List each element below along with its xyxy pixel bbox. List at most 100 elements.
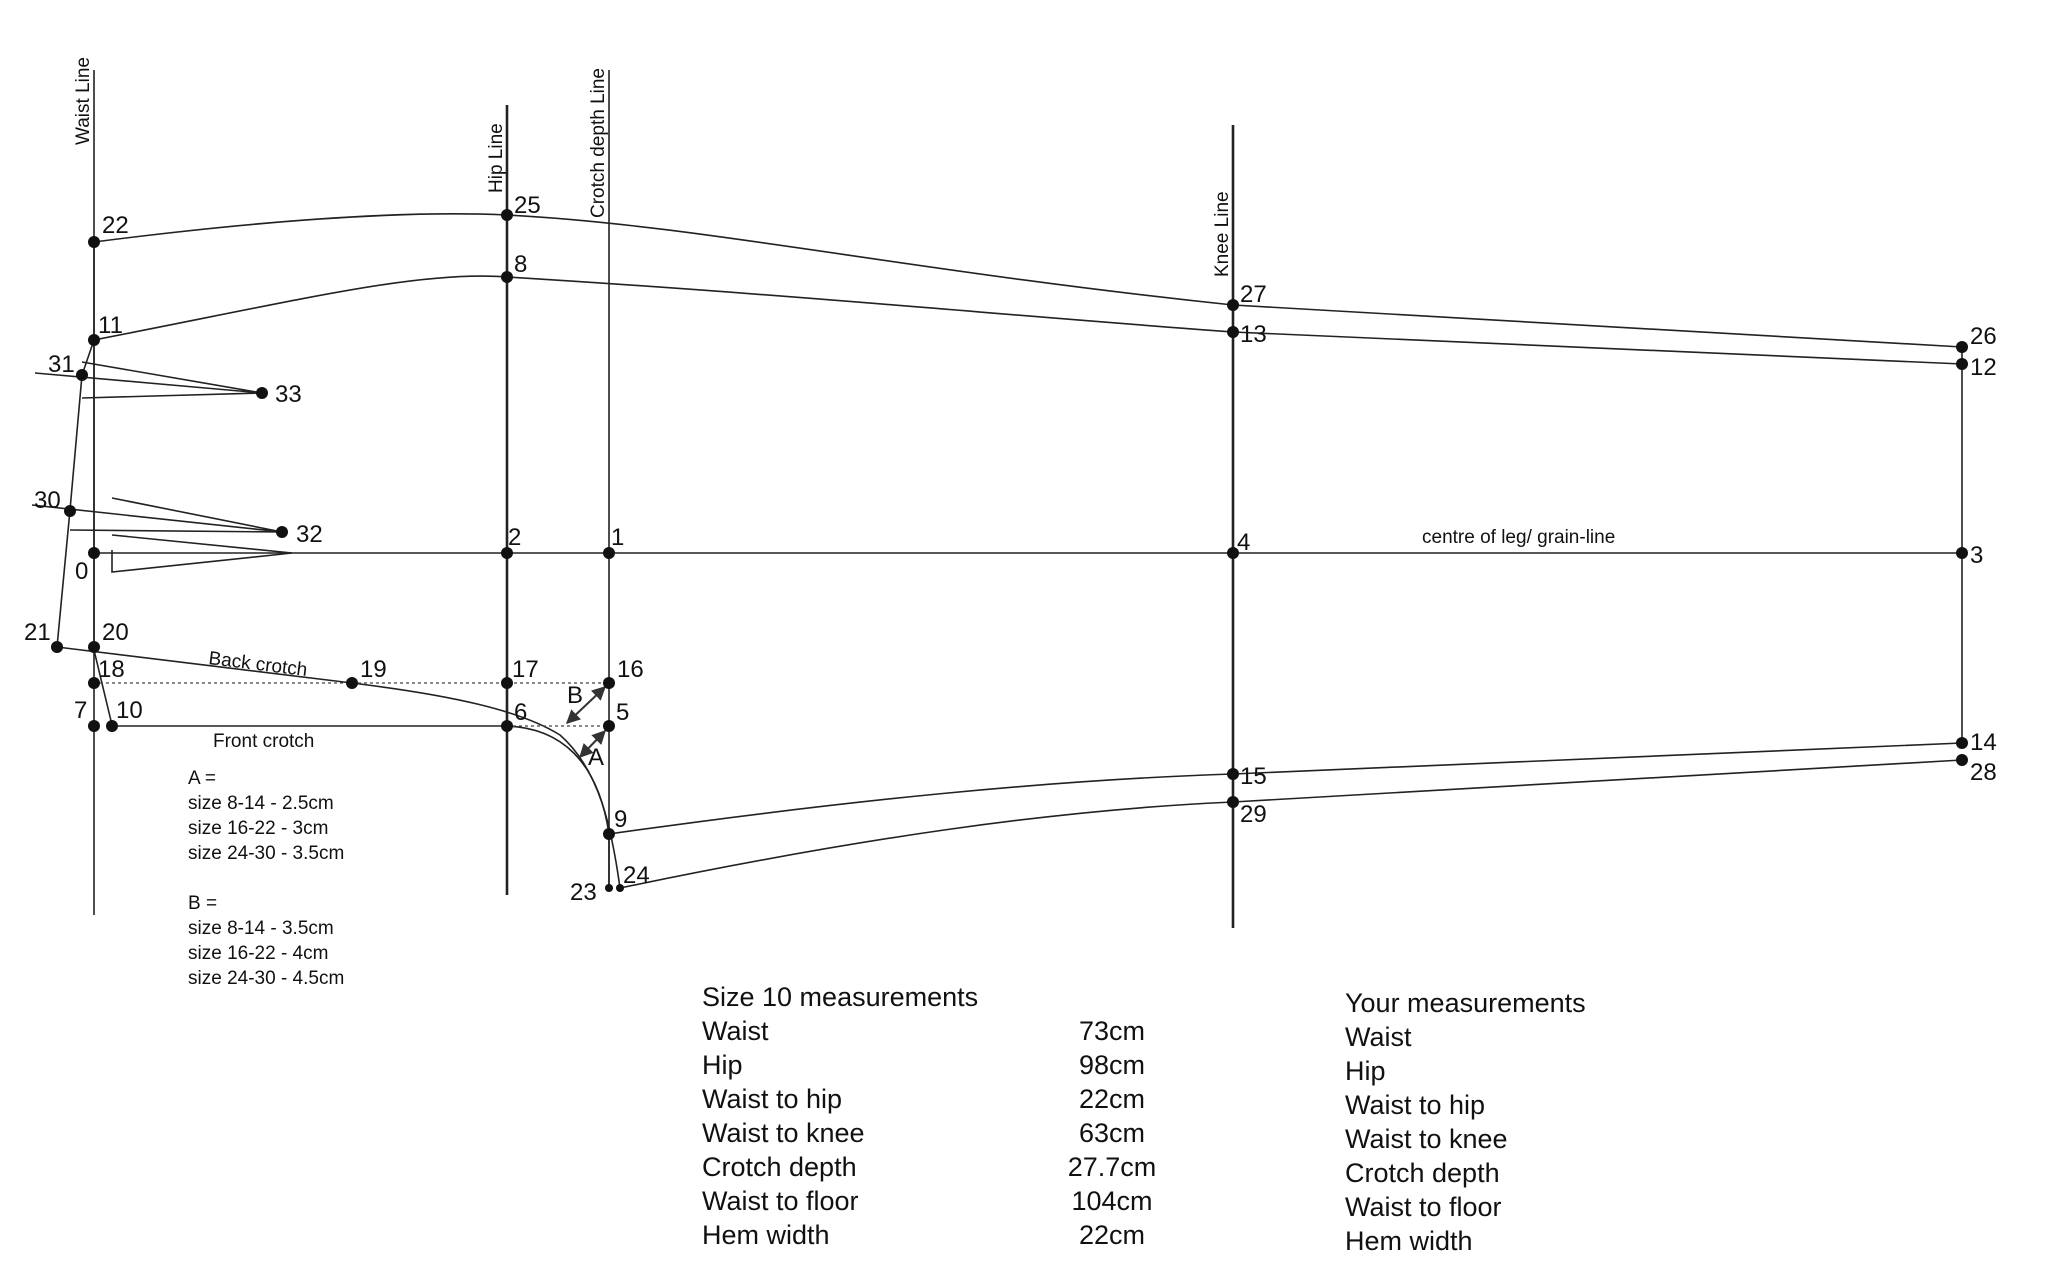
point-30 <box>64 505 76 517</box>
note-b-line-3: size 24-30 - 4.5cm <box>188 968 345 989</box>
note-b-title: B = <box>188 893 218 914</box>
label-point-32: 32 <box>296 521 323 548</box>
grain-line-label: centre of leg/ grain-line <box>1422 527 1615 548</box>
list-item: Waist to knee <box>1345 1124 1508 1154</box>
your-measurements-title: Your measurements <box>1345 988 1586 1018</box>
letter-a-label: A <box>588 744 604 771</box>
point-5 <box>603 720 615 732</box>
label-point-23: 23 <box>570 879 597 906</box>
point-17 <box>501 677 513 689</box>
label-point-26: 26 <box>1970 323 1997 350</box>
label-point-24: 24 <box>623 862 650 889</box>
point-31 <box>76 369 88 381</box>
label-point-1: 1 <box>611 524 624 551</box>
point-1 <box>603 547 615 559</box>
label-point-21: 21 <box>24 619 51 646</box>
label-point-30: 30 <box>34 487 61 514</box>
list-item: Hem width <box>1345 1226 1473 1256</box>
row-label: Waist <box>702 1016 769 1046</box>
label-point-3: 3 <box>1970 542 1983 569</box>
point-3 <box>1956 547 1968 559</box>
row-label: Hip <box>702 1050 743 1080</box>
knee-line-label: Knee Line <box>1212 191 1233 277</box>
front-crotch-curve <box>112 725 610 835</box>
label-point-11: 11 <box>98 312 123 339</box>
seam-allowance-notes: A = size 8-14 - 2.5cm size 16-22 - 3cm s… <box>188 766 344 991</box>
letter-b-label: B <box>567 682 583 709</box>
label-point-0: 0 <box>75 558 88 585</box>
point-11 <box>88 334 100 346</box>
row-value: 98cm <box>1078 1050 1146 1080</box>
label-point-2: 2 <box>508 524 521 551</box>
waist-line-label: Waist Line <box>73 57 94 145</box>
point-26 <box>1956 341 1968 353</box>
table-row: Waist to floor 104cm <box>702 1184 1172 1218</box>
list-item: Hip <box>1345 1056 1386 1086</box>
point-20 <box>88 641 100 653</box>
label-point-13: 13 <box>1240 321 1267 348</box>
arrow-a <box>579 729 606 759</box>
point-0 <box>88 547 100 559</box>
list-item: Crotch depth <box>1345 1158 1500 1188</box>
note-b-line-2: size 16-22 - 4cm <box>188 943 329 964</box>
label-point-28: 28 <box>1970 759 1997 786</box>
point-25 <box>501 209 513 221</box>
back-side-seam <box>93 213 1963 348</box>
point-15 <box>1227 768 1239 780</box>
row-label: Hem width <box>702 1220 830 1250</box>
point-22 <box>88 236 100 248</box>
label-point-16: 16 <box>617 656 644 683</box>
point-9 <box>603 828 615 840</box>
front-crotch-label: Front crotch <box>213 731 314 752</box>
label-point-7: 7 <box>74 697 87 724</box>
label-point-10: 10 <box>116 697 143 724</box>
label-point-9: 9 <box>614 806 627 833</box>
size-10-table: Size 10 measurements Waist 73cm Hip 98cm W… <box>702 980 1172 1252</box>
table-row: Hem width 22cm <box>702 1218 1172 1252</box>
point-16 <box>603 677 615 689</box>
point-23 <box>605 884 613 892</box>
row-label: Crotch depth <box>702 1152 857 1182</box>
row-value: 73cm <box>1078 1016 1146 1046</box>
label-point-22: 22 <box>102 212 129 239</box>
row-value: 22cm <box>1078 1220 1146 1250</box>
list-item: Waist <box>1345 1022 1412 1052</box>
point-32 <box>276 526 288 538</box>
size-10-title: Size 10 measurements <box>702 982 979 1012</box>
note-a-title: A = <box>188 768 216 789</box>
point-6 <box>501 720 513 732</box>
label-point-18: 18 <box>98 656 125 683</box>
row-label: Waist to hip <box>702 1084 843 1114</box>
row-label: Waist to floor <box>702 1186 859 1216</box>
crotch-depth-line-label: Crotch depth Line <box>588 68 609 218</box>
point-24 <box>616 884 624 892</box>
point-29 <box>1227 796 1239 808</box>
front-inseam <box>608 742 1963 835</box>
label-point-12: 12 <box>1970 354 1997 381</box>
hip-line-label: Hip Line <box>486 123 507 193</box>
point-27 <box>1227 299 1239 311</box>
label-point-29: 29 <box>1240 801 1267 828</box>
point-28 <box>1956 754 1968 766</box>
row-value: 104cm <box>1071 1186 1153 1216</box>
label-point-20: 20 <box>102 619 129 646</box>
point-19 <box>346 677 358 689</box>
label-point-8: 8 <box>514 251 527 278</box>
point-13 <box>1227 326 1239 338</box>
table-row: Waist 73cm <box>702 1014 1172 1048</box>
point-14 <box>1956 737 1968 749</box>
point-4 <box>1227 547 1239 559</box>
list-item: Waist to floor <box>1345 1192 1502 1222</box>
label-point-6: 6 <box>514 699 527 726</box>
note-a-line-3: size 24-30 - 3.5cm <box>188 843 345 864</box>
note-b-line-1: size 8-14 - 3.5cm <box>188 918 334 939</box>
note-a-line-1: size 8-14 - 2.5cm <box>188 793 334 814</box>
label-point-15: 15 <box>1240 763 1267 790</box>
label-point-27: 27 <box>1240 281 1267 308</box>
dart-bottom <box>111 534 293 573</box>
centre-front-line <box>56 339 95 648</box>
